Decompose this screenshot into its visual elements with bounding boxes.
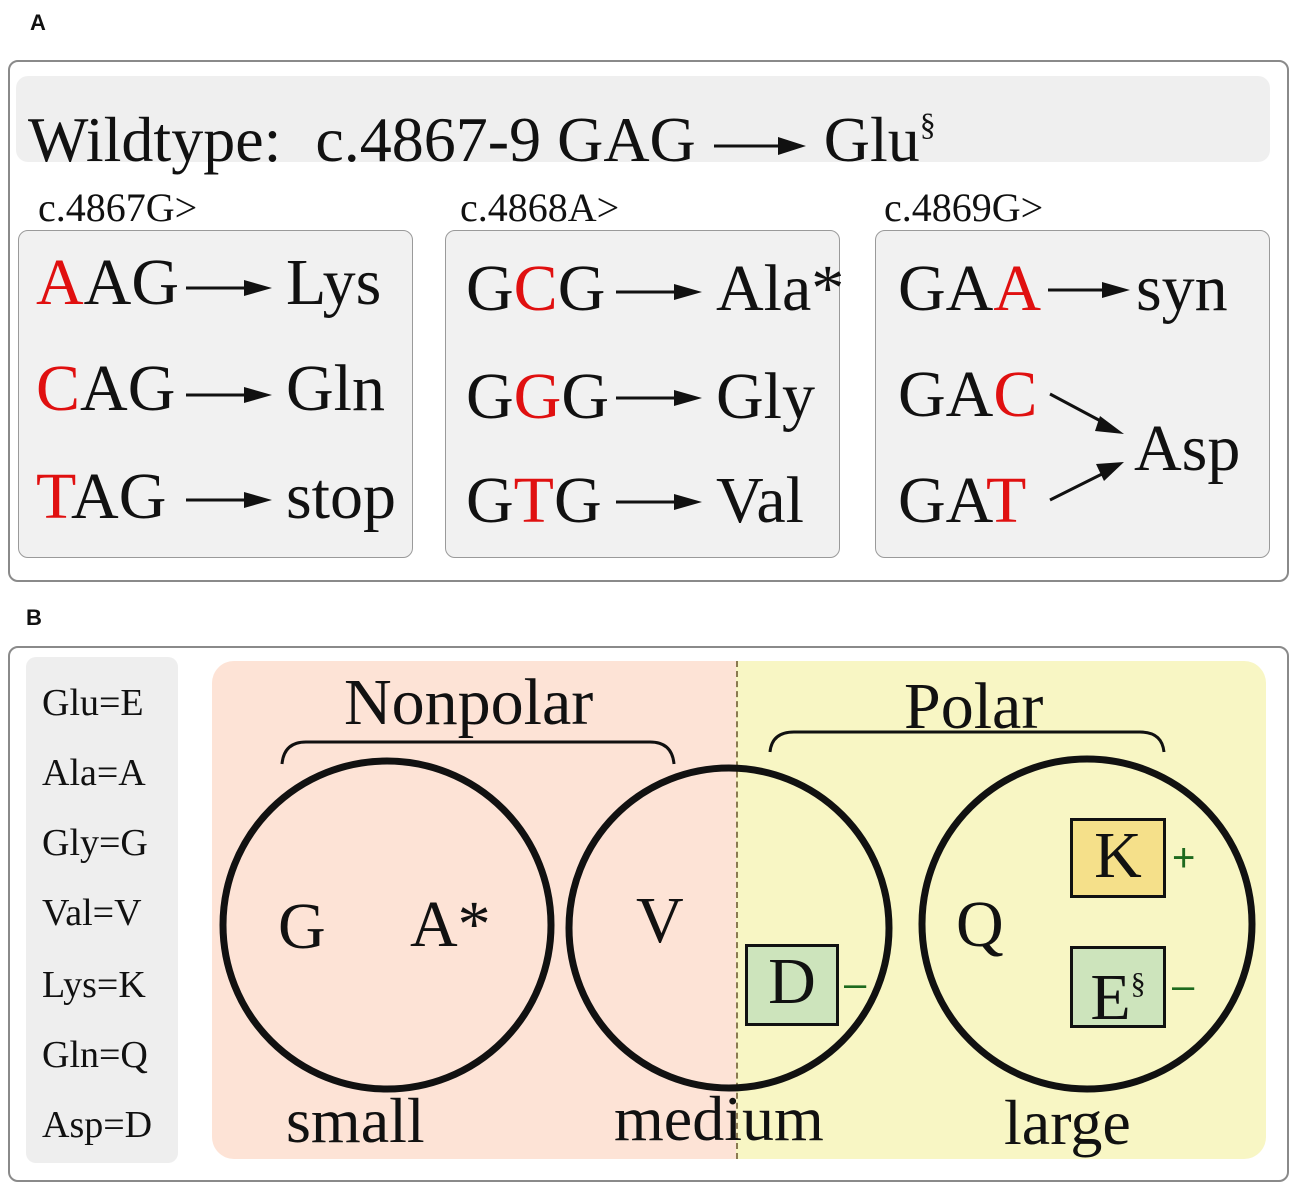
codon-c1-r3: TAG xyxy=(36,460,167,533)
arrow-right-icon xyxy=(186,492,272,508)
residue-g: G xyxy=(278,890,326,963)
aa-c2-r2: Gly xyxy=(716,360,815,433)
column-header-4867: c.4867G> xyxy=(38,185,198,230)
large-circle xyxy=(918,755,1256,1093)
aa-c3-merged: Asp xyxy=(1134,412,1241,485)
arrow-right-icon xyxy=(186,280,272,296)
arrow-right-icon xyxy=(186,387,272,403)
legend-item-glu: Glu=E xyxy=(42,682,144,724)
nonpolar-label: Nonpolar xyxy=(344,666,594,739)
nonpolar-bracket xyxy=(280,740,676,765)
size-small-label: small xyxy=(286,1085,425,1156)
legend-item-val: Val=V xyxy=(42,892,142,934)
polar-region xyxy=(736,661,1266,1159)
arrow-diagonal-down-icon xyxy=(1049,392,1124,434)
small-circle xyxy=(219,757,555,1093)
aa-c1-r1: Lys xyxy=(286,246,382,319)
aa-c2-r1: Ala* xyxy=(716,252,845,325)
residue-k-box: K xyxy=(1070,818,1166,898)
aa-c3-r1: syn xyxy=(1136,252,1228,325)
legend-item-ala: Ala=A xyxy=(42,752,146,794)
wildtype-arrow-icon xyxy=(713,137,806,156)
size-large-label: large xyxy=(1004,1087,1131,1158)
polarity-divider xyxy=(736,661,738,1159)
residue-e-mark: § xyxy=(1130,967,1146,1000)
residue-k-charge: + xyxy=(1172,836,1196,880)
panel-a-label: A xyxy=(30,10,46,35)
codon-c2-r3: GTG xyxy=(466,464,602,537)
column-header-4868: c.4868A> xyxy=(460,185,620,230)
codon-c3-r2: GAC xyxy=(898,358,1038,431)
legend-item-asp: Asp=D xyxy=(42,1104,153,1146)
residue-q: Q xyxy=(956,888,1004,961)
codon-c2-r2: GGG xyxy=(466,360,610,433)
arrow-right-icon xyxy=(616,284,702,300)
codon-c2-r1: GCG xyxy=(466,252,606,325)
aa-c1-r3: stop xyxy=(286,460,397,533)
mutation-box-4869 xyxy=(875,230,1270,558)
column-header-4869: c.4869G> xyxy=(884,185,1044,230)
polar-bracket xyxy=(768,730,1166,753)
wildtype-banner xyxy=(16,76,1270,162)
residue-e-charge: – xyxy=(1172,964,1195,1008)
amino-acid-legend xyxy=(26,657,178,1163)
medium-circle xyxy=(565,764,893,1092)
arrow-diagonal-up-icon xyxy=(1049,462,1124,502)
arrow-right-icon xyxy=(616,390,702,406)
polar-label: Polar xyxy=(904,670,1044,743)
residue-e-box: E§ xyxy=(1070,946,1166,1033)
legend-item-gln: Gln=Q xyxy=(42,1034,148,1076)
aa-c2-r3: Val xyxy=(716,464,804,537)
codon-c1-r2: CAG xyxy=(36,352,176,425)
size-medium-label: medium xyxy=(614,1083,824,1154)
arrow-right-icon xyxy=(1048,282,1130,298)
legend-item-gly: Gly=G xyxy=(42,822,148,864)
arrow-right-icon xyxy=(616,494,702,510)
aa-c1-r2: Gln xyxy=(286,352,385,425)
wildtype-label: Wildtype: xyxy=(28,104,282,175)
panel-a-arrows xyxy=(186,280,1130,510)
residue-d-charge: – xyxy=(844,962,867,1006)
residue-v: V xyxy=(636,884,684,957)
residue-d-box: D xyxy=(745,944,839,1026)
codon-c3-r3: GAT xyxy=(898,464,1027,537)
wildtype-section-mark: § xyxy=(919,106,936,142)
wildtype-line: Wildtype: c.4867-9 GAG Glu§ xyxy=(28,86,936,178)
wildtype-aa: Glu xyxy=(823,104,920,175)
codon-c3-r1: GAA xyxy=(898,252,1041,325)
residue-e: E xyxy=(1090,961,1131,1034)
residue-a: A* xyxy=(410,888,491,961)
legend-item-lys: Lys=K xyxy=(42,964,146,1006)
panel-b-label: B xyxy=(26,605,42,630)
codon-c1-r1: AAG xyxy=(36,246,179,319)
wildtype-mutation: c.4867-9 GAG xyxy=(315,104,696,175)
